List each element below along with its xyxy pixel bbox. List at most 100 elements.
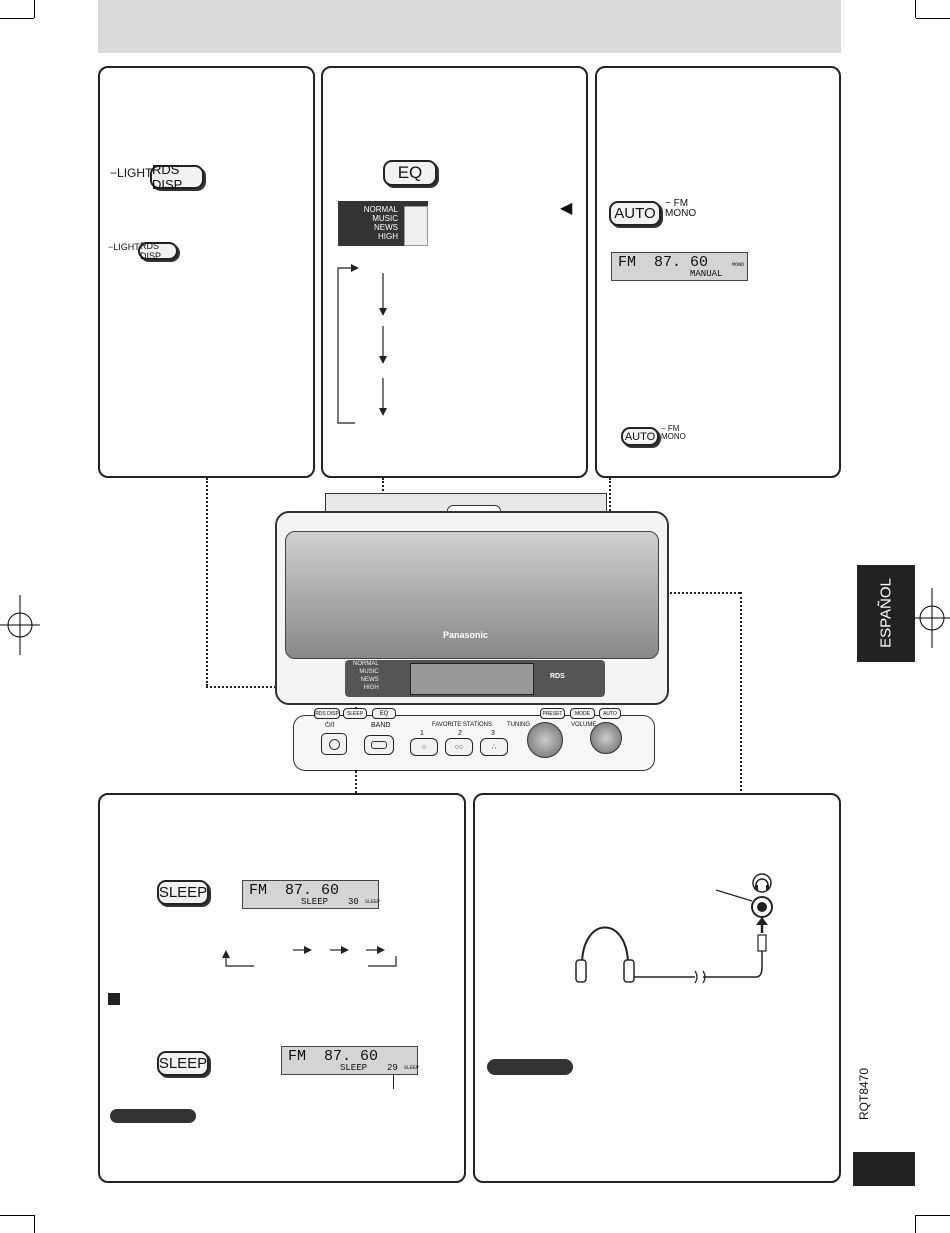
lcd-band: FM [249,882,268,899]
device-fav-3-button[interactable]: ∴ [480,738,508,756]
eq-mode-news: NEWS [374,223,398,232]
device-power-button[interactable] [321,733,347,755]
device-auto-button[interactable]: AUTO [599,708,621,719]
registration-mark-right [912,588,950,648]
fm-mono-label: − FM MONO [665,198,697,219]
power-icon [328,738,340,750]
note-pill-headphones [487,1059,573,1075]
doc-code: RQT8470 [857,1067,871,1120]
panel-sleep: SLEEP FM 87. 60 SLEEP 30 SLEEP SLEEP FM … [98,793,466,1183]
rds-disp-button[interactable]: RDS DISP [150,162,204,192]
sleep-minutes-pointer [393,1075,394,1089]
device-band-label: BAND [371,722,391,729]
device-brand: Panasonic [443,630,489,640]
language-tab-label: ESPAÑOL [877,578,895,648]
auto-button[interactable]: AUTO [609,201,661,226]
eq-mode-display: NORMAL MUSIC NEWS HIGH [338,201,428,246]
headphone-jack-icon [752,873,772,893]
sleep-cycle-arrows [222,946,397,967]
panel-headphones [473,793,841,1183]
lcd-freq: 87. 60 [285,882,340,899]
page-number-box [853,1152,915,1186]
lcd-band: FM [288,1048,307,1065]
sleep-button[interactable]: SLEEP [157,880,209,905]
headphones-icon [575,926,635,983]
lcd-freq: 87. 60 [324,1048,379,1065]
eq-mode-window [404,206,428,246]
eq-button[interactable]: EQ [383,160,437,186]
callout-line-rds-h [206,686,316,688]
device-fav-1-button[interactable]: ○ [410,738,438,756]
device-band-button[interactable] [364,735,394,755]
lcd-sleep-minutes: 30 [348,897,359,907]
rds-disp-button-small[interactable]: RDS DISP [138,241,178,261]
headphone-diagram [575,873,773,984]
sleep-lcd-2: FM 87. 60 SLEEP 29 SLEEP [281,1046,420,1075]
eq-cycle-arrows [337,264,387,424]
device-rds-logo: RDS [550,673,565,680]
sleep-button-2[interactable]: SLEEP [157,1051,209,1076]
lcd-sleep-minutes: 29 [387,1063,398,1073]
auto-button-small[interactable]: AUTO [621,427,659,446]
device-favorite-label: FAVORITE STATIONS [432,722,493,728]
callout-line-headphone [740,592,742,791]
crop-mark [0,18,34,19]
device-mode-music: MUSIC [359,669,379,675]
eq-pointer: ◀ [560,200,573,217]
light-label-small: −LIGHT [108,242,140,252]
fm-mono-label-small: − FM MONO [661,424,686,441]
registration-mark-left [0,595,40,655]
device-power-label: ⏻/I [325,722,335,729]
lcd-mono-indicator: MONO [732,262,745,268]
device-rds-disp-button[interactable]: RDS DISP [314,708,340,719]
crop-mark [915,1215,916,1233]
language-tab: ESPAÑOL [857,565,915,662]
device-preset-button[interactable]: PRESET [540,708,565,719]
eq-mode-normal: NORMAL [363,205,398,214]
lcd-sleep-label: SLEEP [340,1063,368,1073]
device-mode-normal: NORMAL [353,661,379,667]
panel-rds-disp: −LIGHT RDS DISP −LIGHT RDS DISP [98,66,315,478]
lcd-sleep-label: SLEEP [301,897,329,907]
panel-eq: EQ ◀ NORMAL MUSIC NEWS HIGH [321,66,588,478]
lcd-sleep-indicator: SLEEP [404,1065,420,1071]
crop-mark [916,18,950,19]
lcd-band: FM [618,254,637,271]
light-label: −LIGHT [110,166,153,180]
device-speaker-grille [285,531,659,659]
eq-mode-list: NORMAL MUSIC NEWS HIGH [364,205,398,241]
callout-line-headphone-h [662,592,740,594]
device-lcd [410,663,534,695]
device-fav-num-1: 1 [420,730,424,737]
crop-mark [34,0,35,18]
device-mode-news: NEWS [360,677,379,683]
device-mode-button[interactable]: MODE [570,708,595,719]
panel-auto: AUTO − FM MONO FM 87. 60 MANUAL MONO AUT… [595,66,841,478]
device-tuning-label: TUNING [507,722,530,728]
device-fav-num-3: 3 [491,730,495,737]
device-volume-label: VOLUME [571,722,597,728]
auto-lcd: FM 87. 60 MANUAL MONO [611,252,748,281]
crop-mark [915,0,916,18]
device-display-modes: NORMAL MUSIC NEWS HIGH [353,660,379,692]
lcd-freq: 87. 60 [654,254,709,271]
header-bar [98,0,841,53]
device-mode-high: HIGH [363,685,379,691]
device-fav-num-2: 2 [458,730,462,737]
section-square-bullet [108,993,120,1005]
device-eq-button[interactable]: EQ [372,708,396,719]
device-sleep-button[interactable]: SLEEP [343,708,367,719]
eq-mode-music: MUSIC [372,214,398,223]
device-fav-2-button[interactable]: ○○ [445,738,473,756]
headphone-socket [751,896,773,918]
device-tuning-knob[interactable] [527,722,563,758]
band-icon [371,741,387,749]
note-pill-sleep [110,1109,196,1123]
lcd-sleep-indicator: SLEEP [365,899,381,905]
sleep-lcd-1: FM 87. 60 SLEEP 30 SLEEP [242,880,381,909]
lcd-mode: MANUAL [690,269,723,279]
device-volume-knob[interactable] [590,722,622,754]
radio-device: Panasonic NORMAL MUSIC NEWS HIGH RDS [275,493,669,775]
eq-mode-high: HIGH [378,232,398,241]
callout-line-rds [206,478,208,686]
